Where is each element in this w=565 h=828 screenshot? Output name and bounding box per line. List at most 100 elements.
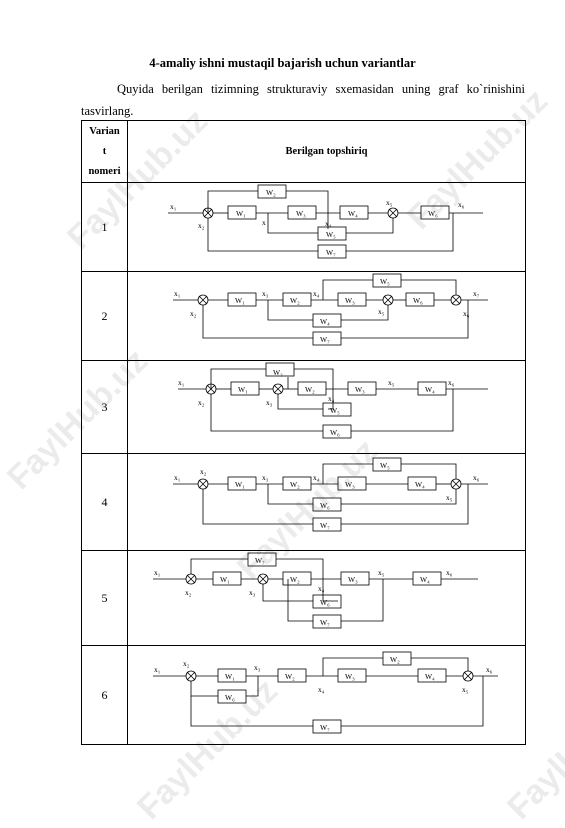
- svg-text:x₅: x₅: [378, 568, 385, 577]
- table-header-row: Varian t nomeri Berilgan topshiriq: [81, 120, 526, 183]
- svg-text:W₄: W₄: [415, 480, 425, 489]
- svg-text:x₃: x₃: [249, 588, 256, 597]
- svg-text:W₅: W₅: [326, 230, 336, 239]
- svg-text:W₇: W₇: [320, 521, 330, 530]
- header-variant-line: Varian: [89, 125, 120, 137]
- svg-text:x₆: x₆: [473, 473, 480, 482]
- svg-text:x₄: x₄: [313, 289, 320, 298]
- svg-text:W₃: W₃: [345, 296, 355, 305]
- svg-text:W₁: W₁: [235, 480, 245, 489]
- svg-text:W₆: W₆: [320, 598, 330, 607]
- svg-text:x₅: x₅: [462, 685, 469, 694]
- header-variant: Varian t nomeri: [81, 120, 128, 183]
- svg-text:x₁: x₁: [174, 289, 181, 298]
- svg-text:W₂: W₂: [290, 575, 300, 584]
- intro-paragraph: Quyida berilgan tizimning strukturaviy s…: [81, 82, 525, 118]
- svg-text:W₂: W₂: [273, 368, 283, 377]
- svg-text:W₁: W₁: [220, 575, 230, 584]
- svg-text:x₂: x₂: [185, 588, 192, 597]
- svg-text:x₄: x₄: [313, 473, 320, 482]
- svg-text:x₅: x₅: [446, 493, 453, 502]
- svg-text:W₂: W₂: [390, 655, 400, 664]
- svg-text:W₇: W₇: [320, 335, 330, 344]
- svg-text:x₅: x₅: [386, 198, 393, 207]
- header-variant-line: nomeri: [88, 165, 121, 177]
- svg-text:W₁: W₁: [238, 385, 248, 394]
- header-task: Berilgan topshiriq: [127, 120, 526, 183]
- svg-text:W₄: W₄: [420, 575, 430, 584]
- svg-text:x₂: x₂: [190, 309, 197, 318]
- svg-text:x₇: x₇: [473, 289, 480, 298]
- svg-text:W₂: W₂: [290, 296, 300, 305]
- svg-text:W₄: W₄: [348, 209, 358, 218]
- svg-text:W₇: W₇: [255, 556, 265, 565]
- svg-text:W₂: W₂: [285, 672, 295, 681]
- svg-text:x₃: x₃: [254, 663, 261, 672]
- header-variant-line: t: [102, 145, 107, 157]
- svg-text:x₆: x₆: [486, 665, 493, 674]
- svg-text:W₂: W₂: [266, 188, 276, 197]
- page-title: 4-amaliy ishni mustaqil bajarish uchun v…: [149, 56, 416, 70]
- svg-text:x₅: x₅: [388, 378, 395, 387]
- variant-number: 3: [81, 360, 128, 454]
- svg-text:W₃: W₃: [345, 672, 355, 681]
- svg-text:W₅: W₅: [380, 277, 390, 286]
- svg-text:W₃: W₃: [296, 209, 306, 218]
- svg-text:x₁: x₁: [154, 568, 161, 577]
- table-row: 1 x₁ x₂ W₁ x: [81, 182, 526, 272]
- svg-text:W₅: W₅: [380, 461, 390, 470]
- variant-number: 5: [81, 550, 128, 646]
- svg-text:W₁: W₁: [236, 209, 246, 218]
- svg-text:x: x: [262, 218, 266, 227]
- svg-text:W₁: W₁: [225, 672, 235, 681]
- svg-text:x₅: x₅: [378, 307, 385, 316]
- variant-number: 6: [81, 645, 128, 745]
- svg-text:x₁: x₁: [170, 202, 177, 211]
- svg-text:W₄: W₄: [425, 672, 435, 681]
- svg-text:x₆: x₆: [458, 200, 465, 209]
- svg-text:W₆: W₆: [330, 428, 340, 437]
- svg-text:x₆: x₆: [448, 378, 455, 387]
- svg-text:x₆: x₆: [446, 568, 453, 577]
- svg-text:W₇: W₇: [320, 723, 330, 732]
- svg-text:W₁: W₁: [235, 296, 245, 305]
- svg-text:W₇: W₇: [326, 248, 336, 257]
- svg-text:x₄: x₄: [328, 394, 335, 403]
- table-row: 6 x₁ x₂ W₁ x₃ W₂ W₃: [81, 645, 526, 745]
- variant-number: 2: [81, 271, 128, 361]
- svg-text:W₂: W₂: [305, 385, 315, 394]
- svg-text:x₂: x₂: [183, 659, 190, 668]
- svg-text:W₃: W₃: [348, 575, 358, 584]
- svg-text:x₃: x₃: [262, 473, 269, 482]
- svg-text:W₄: W₄: [425, 385, 435, 394]
- variant-number: 4: [81, 453, 128, 551]
- svg-text:x₁: x₁: [178, 378, 185, 387]
- svg-text:W₃: W₃: [345, 480, 355, 489]
- svg-text:W₃: W₃: [355, 385, 365, 394]
- svg-text:x₃: x₃: [262, 289, 269, 298]
- variant-number: 1: [81, 182, 128, 272]
- svg-text:x₆: x₆: [463, 309, 470, 318]
- svg-text:W₄: W₄: [320, 317, 330, 326]
- svg-text:W₆: W₆: [225, 693, 235, 702]
- svg-text:x₄: x₄: [318, 685, 325, 694]
- svg-text:W₅: W₅: [330, 406, 340, 415]
- svg-text:W₆: W₆: [320, 501, 330, 510]
- svg-text:x₁: x₁: [154, 665, 161, 674]
- block-diagram: x₁ x₂ W₁ x₃ W₂ x₄ W₃ W₆ W₅ W₄ W₇ x₅ x₆ x₇: [127, 271, 526, 361]
- svg-text:x₄: x₄: [318, 584, 325, 593]
- svg-text:x₂: x₂: [200, 467, 207, 476]
- svg-text:W₆: W₆: [413, 296, 423, 305]
- svg-text:x₂: x₂: [198, 221, 205, 230]
- svg-text:x₃: x₃: [266, 398, 273, 407]
- table-row: 5 x₁ x₂ W₁ W₂ W₃ W₄: [81, 550, 526, 646]
- block-diagram: x₁ x₂ W₁ x₃ W₂ W₃ W₄ W₂ W₆ W₇ x₄ x₅ x₆: [127, 645, 526, 745]
- svg-text:W₂: W₂: [290, 480, 300, 489]
- variants-table: Varian t nomeri Berilgan topshiriq 1: [81, 120, 526, 745]
